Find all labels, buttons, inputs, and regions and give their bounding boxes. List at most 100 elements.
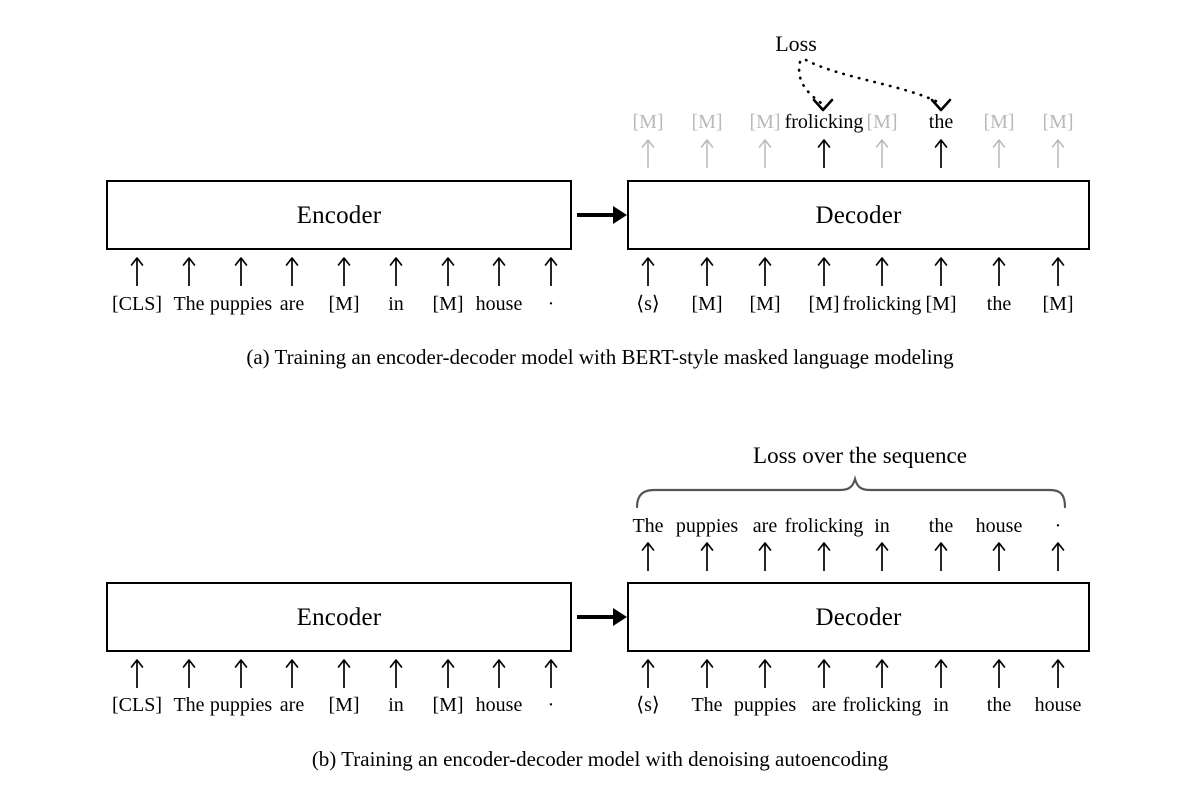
panel-a-encoder-token-6: [M] [432, 293, 464, 315]
panel-a-output-token-6: [M] [983, 111, 1015, 133]
panel-a-encoder-arrow-0 [130, 257, 144, 286]
panel-a-output-arrow-7 [1051, 139, 1065, 168]
panel-a-output-token-7: [M] [1042, 111, 1074, 133]
panel-b-output-arrow-1 [700, 542, 714, 571]
panel-a-bridge-arrow [577, 206, 627, 224]
panel-a-output-arrow-5 [934, 139, 948, 168]
panel-b-encoder-arrow-1 [182, 659, 196, 688]
panel-b-encoder-arrow-2 [234, 659, 248, 688]
panel-a-output-arrow-1 [700, 139, 714, 168]
panel-b-encoder-arrow-0 [130, 659, 144, 688]
panel-b-encoder-arrow-5 [389, 659, 403, 688]
panel-a-decoder-arrow-2 [758, 257, 772, 286]
panel-a-encoder-label: Encoder [296, 201, 382, 229]
panel-a-loss-arrows [797, 58, 952, 112]
panel-b-encoder-arrow-7 [492, 659, 506, 688]
panel-b-decoder-arrow-0 [641, 659, 655, 688]
panel-a-encoder-arrow-5 [389, 257, 403, 286]
panel-a-encoder-token-0: [CLS] [112, 293, 162, 315]
panel-b-output-arrow-3 [817, 542, 831, 571]
panel-b-caption: (b) Training an encoder-decoder model wi… [311, 747, 889, 771]
panel-b-output-token-2: are [752, 515, 778, 537]
panel-b-output-arrow-4 [875, 542, 889, 571]
panel-a-encoder-box[interactable]: Encoder [106, 180, 572, 250]
panel-b-decoder-arrow-6 [992, 659, 1006, 688]
panel-b-loss-label: Loss over the sequence [753, 443, 967, 468]
panel-b-encoder-token-2: puppies [209, 694, 273, 716]
panel-a-encoder-token-8: · [547, 293, 555, 315]
panel-a-decoder-arrow-4 [875, 257, 889, 286]
panel-a-decoder-token-3: [M] [808, 293, 840, 315]
panel-b-encoder-token-6: [M] [432, 694, 464, 716]
panel-b-encoder-label: Encoder [296, 603, 382, 631]
panel-b-decoder-box[interactable]: Decoder [627, 582, 1090, 652]
panel-b-decoder-token-1: The [691, 694, 723, 716]
panel-a-output-token-0: [M] [632, 111, 664, 133]
panel-a-encoder-arrow-7 [492, 257, 506, 286]
panel-a-decoder-token-7: [M] [1042, 293, 1074, 315]
panel-a-output-arrow-0 [641, 139, 655, 168]
panel-a-encoder-token-3: are [279, 293, 305, 315]
panel-b-encoder-arrow-8 [544, 659, 558, 688]
panel-b-output-token-6: house [975, 515, 1023, 537]
panel-a-encoder-arrow-2 [234, 257, 248, 286]
panel-b-decoder-arrow-4 [875, 659, 889, 688]
panel-a-decoder-token-0: ⟨s⟩ [636, 293, 660, 315]
panel-b-decoder-label: Decoder [815, 603, 902, 631]
panel-b-encoder-box[interactable]: Encoder [106, 582, 572, 652]
panel-b-output-arrow-6 [992, 542, 1006, 571]
panel-b-output-arrow-2 [758, 542, 772, 571]
panel-b-output-token-0: The [632, 515, 664, 537]
panel-b-output-arrow-0 [641, 542, 655, 571]
panel-b-encoder-arrow-4 [337, 659, 351, 688]
panel-a-loss-label: Loss [775, 31, 817, 56]
panel-a-encoder-token-7: house [475, 293, 523, 315]
panel-a-decoder-box[interactable]: Decoder [627, 180, 1090, 250]
panel-a-encoder-arrow-4 [337, 257, 351, 286]
panel-a-decoder-label: Decoder [815, 201, 902, 229]
panel-a-output-token-1: [M] [691, 111, 723, 133]
panel-a-decoder-arrow-1 [700, 257, 714, 286]
panel-b-output-arrow-5 [934, 542, 948, 571]
panel-a-decoder-token-4: frolicking [842, 293, 922, 315]
panel-a-decoder-arrow-5 [934, 257, 948, 286]
panel-b-decoder-token-5: in [933, 694, 949, 716]
panel-a-decoder-token-1: [M] [691, 293, 723, 315]
panel-b-encoder-token-5: in [388, 694, 404, 716]
panel-b-decoder-arrow-3 [817, 659, 831, 688]
panel-b-decoder-arrow-5 [934, 659, 948, 688]
panel-b-encoder-token-4: [M] [328, 694, 360, 716]
panel-b-decoder-token-4: frolicking [842, 694, 922, 716]
panel-b-decoder-token-3: are [811, 694, 837, 716]
panel-b-encoder-token-8: · [547, 694, 555, 716]
panel-a-encoder-arrow-1 [182, 257, 196, 286]
panel-b-encoder-token-3: are [279, 694, 305, 716]
panel-b-output-token-7: · [1054, 515, 1062, 537]
panel-a-output-token-5: the [928, 111, 954, 133]
panel-b-decoder-token-6: the [986, 694, 1012, 716]
panel-a-output-token-3: frolicking [784, 111, 864, 133]
panel-a-decoder-token-5: [M] [925, 293, 957, 315]
panel-b-decoder-arrow-1 [700, 659, 714, 688]
panel-a-output-arrow-2 [758, 139, 772, 168]
panel-a-encoder-token-1: The [173, 293, 205, 315]
panel-b-output-token-1: puppies [675, 515, 739, 537]
panel-a-encoder-token-5: in [388, 293, 404, 315]
panel-a-decoder-arrow-0 [641, 257, 655, 286]
panel-b-encoder-token-0: [CLS] [112, 694, 162, 716]
panel-b-decoder-token-7: house [1034, 694, 1082, 716]
panel-b-decoder-token-0: ⟨s⟩ [636, 694, 660, 716]
panel-a-output-arrow-6 [992, 139, 1006, 168]
panel-b-encoder-token-7: house [475, 694, 523, 716]
panel-b-decoder-token-2: puppies [733, 694, 797, 716]
panel-b-output-token-4: in [874, 515, 890, 537]
panel-b-sequence-brace [635, 474, 1067, 509]
panel-a-encoder-token-4: [M] [328, 293, 360, 315]
panel-a-encoder-arrow-8 [544, 257, 558, 286]
panel-b-decoder-arrow-2 [758, 659, 772, 688]
